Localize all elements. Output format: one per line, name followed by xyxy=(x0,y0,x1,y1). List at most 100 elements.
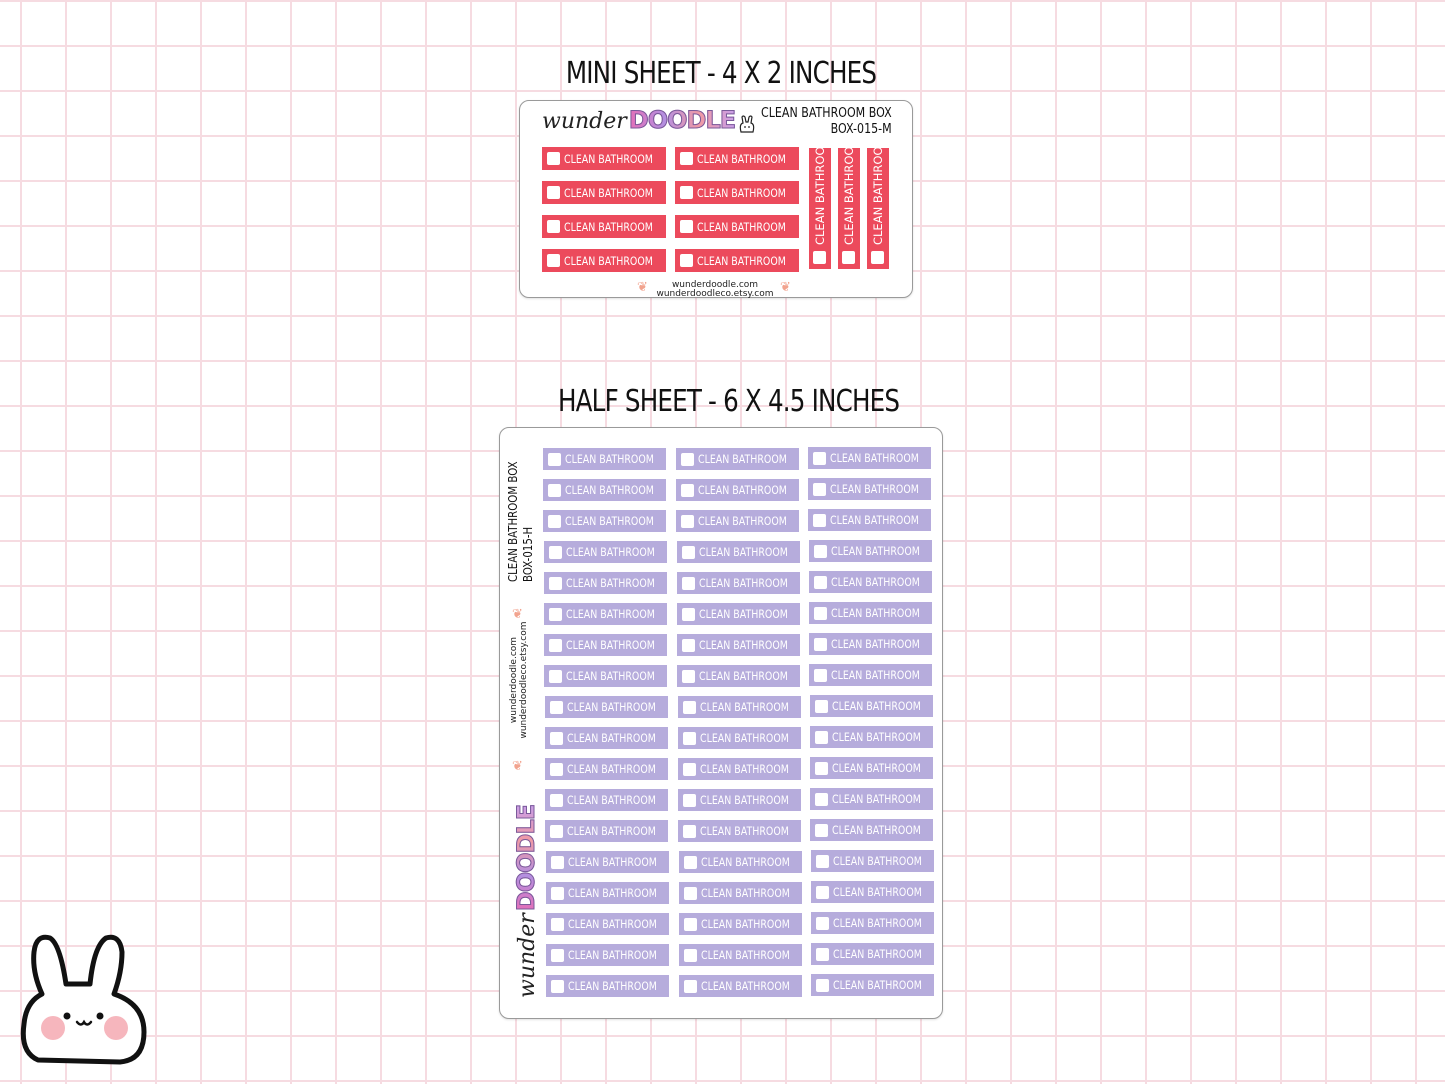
checkbox-icon xyxy=(684,917,697,931)
half-sticker: CLEAN BATHROOM xyxy=(811,881,934,903)
sticker-label: CLEAN BATHROOM xyxy=(831,637,920,651)
sticker-label: CLEAN BATHROOM xyxy=(700,700,789,714)
checkbox-icon xyxy=(547,220,560,233)
sticker-label: CLEAN BATHROOM xyxy=(698,452,787,466)
sticker-label: CLEAN BATHROOM xyxy=(568,886,657,900)
half-sticker: CLEAN BATHROOM xyxy=(811,974,934,996)
half-sticker: CLEAN BATHROOM xyxy=(811,850,934,872)
checkbox-icon xyxy=(551,917,564,931)
half-sticker: CLEAN BATHROOM xyxy=(544,572,667,594)
sticker-label: CLEAN BATHROOM xyxy=(833,885,922,899)
checkbox-icon xyxy=(814,668,827,682)
leaf-icon: ❦ xyxy=(637,279,648,294)
checkbox-icon xyxy=(871,251,884,264)
checkbox-icon xyxy=(551,979,564,993)
sticker-label: CLEAN BATHROOM xyxy=(568,948,657,962)
checkbox-icon xyxy=(815,761,828,775)
sticker-label: CLEAN BATHROOM xyxy=(831,606,920,620)
sticker-label: CLEAN BATHROOM xyxy=(701,979,790,993)
bunny-icon xyxy=(739,115,755,133)
checkbox-icon xyxy=(549,545,562,559)
sticker-label: CLEAN BATHROOM xyxy=(697,219,786,234)
sticker-label: CLEAN BATHROOM xyxy=(697,253,786,268)
half-sheet: CLEAN BATHROOM BOX BOX-015-H ❦ wunderdoo… xyxy=(499,427,943,1019)
half-sheet-code: BOX-015-H xyxy=(521,526,535,582)
checkbox-icon xyxy=(549,669,562,683)
sticker-label: CLEAN BATHROOM xyxy=(699,669,788,683)
half-sticker: CLEAN BATHROOM xyxy=(678,820,801,842)
sticker-label: CLEAN BATHROOM xyxy=(565,514,654,528)
sticker-label: CLEAN BATHROOM xyxy=(842,136,856,245)
mini-sticker: CLEAN BATHROOM xyxy=(542,215,666,238)
mini-sticker: CLEAN BATHROOM xyxy=(542,249,666,272)
half-sticker: CLEAN BATHROOM xyxy=(808,509,931,531)
sticker-label: CLEAN BATHROOM xyxy=(832,823,921,837)
half-sticker: CLEAN BATHROOM xyxy=(543,510,666,532)
half-sticker: CLEAN BATHROOM xyxy=(679,944,802,966)
checkbox-icon xyxy=(813,482,826,496)
half-sticker: CLEAN BATHROOM xyxy=(679,882,802,904)
checkbox-icon xyxy=(684,948,697,962)
checkbox-icon xyxy=(814,544,827,558)
half-sticker: CLEAN BATHROOM xyxy=(679,913,802,935)
mini-sheet-name: CLEAN BATHROOM BOX xyxy=(761,106,892,121)
half-sticker: CLEAN BATHROOM xyxy=(678,696,801,718)
sticker-label: CLEAN BATHROOM xyxy=(567,762,656,776)
half-sticker: CLEAN BATHROOM xyxy=(545,820,668,842)
sticker-label: CLEAN BATHROOM xyxy=(833,854,922,868)
checkbox-icon xyxy=(816,978,829,992)
sticker-label: CLEAN BATHROOM xyxy=(699,576,788,590)
sticker-label: CLEAN BATHROOM xyxy=(700,762,789,776)
mini-site-url: wunderdoodle.com xyxy=(671,280,759,290)
half-sheet-name: CLEAN BATHROOM BOX xyxy=(506,461,520,582)
checkbox-icon xyxy=(816,854,829,868)
checkbox-icon xyxy=(680,186,693,199)
checkbox-icon xyxy=(816,916,829,930)
checkbox-icon xyxy=(547,152,560,165)
half-website: wunderdoodle.com wunderdoodleco.etsy.com xyxy=(509,620,529,740)
checkbox-icon xyxy=(682,576,695,590)
checkbox-icon xyxy=(816,885,829,899)
checkbox-icon xyxy=(814,606,827,620)
half-brand-wunder: wunder xyxy=(515,913,540,998)
checkbox-icon xyxy=(816,947,829,961)
sticker-label: CLEAN BATHROOM xyxy=(568,917,657,931)
mini-brand-doodle: DOODLE xyxy=(628,106,736,135)
mini-website: wunderdoodle.com wunderdoodleco.etsy.com xyxy=(650,281,780,299)
leaf-icon: ❦ xyxy=(512,606,523,621)
checkbox-icon xyxy=(815,730,828,744)
half-sticker: CLEAN BATHROOM xyxy=(546,975,669,997)
sticker-label: CLEAN BATHROOM xyxy=(566,638,655,652)
sticker-label: CLEAN BATHROOM xyxy=(698,514,787,528)
checkbox-icon xyxy=(680,254,693,267)
mini-brand-logo: wunder DOODLE xyxy=(542,106,757,135)
sticker-label: CLEAN BATHROOM xyxy=(700,731,789,745)
half-sticker: CLEAN BATHROOM xyxy=(678,727,801,749)
checkbox-icon xyxy=(683,700,696,714)
checkbox-icon xyxy=(682,669,695,683)
sticker-label: CLEAN BATHROOM xyxy=(830,482,919,496)
sticker-label: CLEAN BATHROOM xyxy=(567,824,656,838)
half-sticker: CLEAN BATHROOM xyxy=(543,479,666,501)
half-sticker: CLEAN BATHROOM xyxy=(809,571,932,593)
mini-sheet-info: CLEAN BATHROOM BOX BOX-015-M xyxy=(761,106,892,138)
sticker-label: CLEAN BATHROOM xyxy=(566,607,655,621)
checkbox-icon xyxy=(683,824,696,838)
checkbox-icon xyxy=(813,451,826,465)
checkbox-icon xyxy=(681,514,694,528)
half-sticker: CLEAN BATHROOM xyxy=(809,633,932,655)
checkbox-icon xyxy=(551,948,564,962)
half-sticker: CLEAN BATHROOM xyxy=(808,447,931,469)
sticker-label: CLEAN BATHROOM xyxy=(566,545,655,559)
half-sticker: CLEAN BATHROOM xyxy=(679,851,802,873)
half-sheet-title: HALF SHEET - 6 X 4.5 INCHES xyxy=(558,384,900,419)
checkbox-icon xyxy=(550,762,563,776)
sticker-label: CLEAN BATHROOM xyxy=(831,668,920,682)
checkbox-icon xyxy=(842,251,855,264)
half-sticker: CLEAN BATHROOM xyxy=(543,448,666,470)
sticker-label: CLEAN BATHROOM xyxy=(568,855,657,869)
checkbox-icon xyxy=(680,152,693,165)
checkbox-icon xyxy=(680,220,693,233)
sticker-label: CLEAN BATHROOM xyxy=(832,761,921,775)
mini-sticker: CLEAN BATHROOM xyxy=(675,181,799,204)
